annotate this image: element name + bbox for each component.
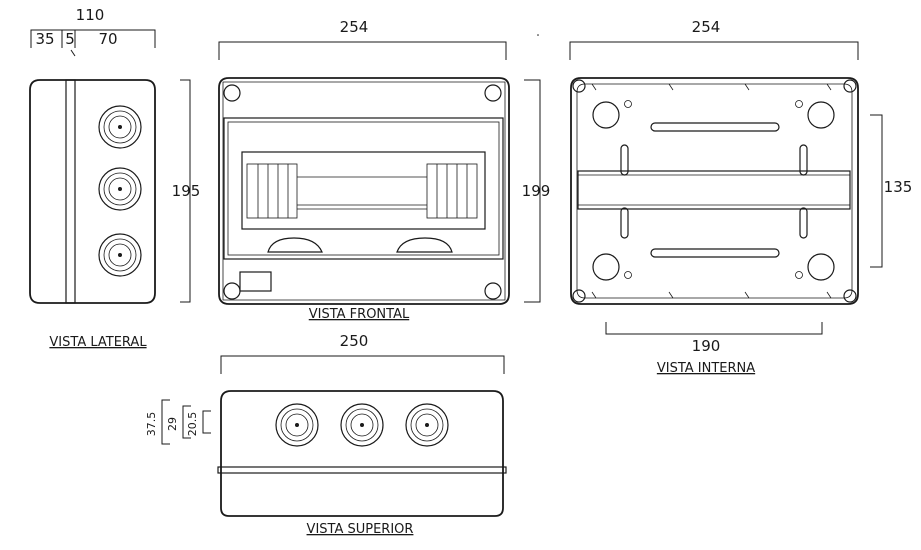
internal-body	[570, 77, 859, 305]
mounting-hole-icon	[592, 101, 620, 129]
dim-lateral-c: 70	[98, 30, 117, 48]
frontal-view: 254	[218, 18, 551, 322]
corner-boss-icon	[572, 289, 586, 303]
label-vista-interna: VISTA INTERNA	[657, 361, 755, 376]
door-handle	[396, 237, 453, 253]
frontal-body	[218, 77, 510, 305]
slot-horizontal	[650, 248, 780, 258]
arrow-mark	[70, 49, 76, 57]
corner-boss-icon	[572, 79, 586, 93]
mounting-hole-icon	[592, 253, 620, 281]
din-rail-front	[297, 176, 427, 210]
mounting-hole-icon	[807, 101, 835, 129]
din-rail	[577, 170, 851, 210]
edge-ticks	[591, 83, 832, 299]
knockout	[405, 403, 449, 447]
dim-fixing-spacing: 135	[884, 178, 913, 196]
dim-d2: 29	[166, 417, 179, 431]
dim-lateral-total: 110	[76, 6, 105, 24]
dim-line-frontal-height	[524, 79, 541, 303]
dim-internal-width: 254	[692, 18, 721, 36]
dim-line-fixing-spacing	[870, 114, 883, 268]
slot-vertical	[799, 207, 808, 239]
dim-line-d2	[182, 405, 191, 439]
corner-boss-icon	[843, 289, 857, 303]
dim-line-d1	[161, 399, 170, 445]
knockout	[98, 167, 142, 211]
breaker-block-left	[246, 163, 298, 219]
dim-rail-length: 190	[692, 337, 721, 355]
top-body	[220, 390, 504, 517]
dim-frontal-width: 254	[340, 18, 369, 36]
knockout	[98, 233, 142, 277]
top-lid-seam	[217, 466, 507, 474]
lateral-hinge-band	[65, 79, 76, 304]
knockout	[275, 403, 319, 447]
dim-line-d3	[202, 410, 211, 434]
screw-icon	[223, 282, 241, 300]
label-slot	[239, 271, 272, 292]
lateral-view: 110 35 5 70 195	[29, 6, 201, 350]
small-hole-icon	[795, 271, 803, 279]
knockout	[340, 403, 384, 447]
small-hole-icon	[624, 271, 632, 279]
dim-top-width: 250	[340, 332, 369, 350]
dim-lateral-a: 35	[35, 30, 54, 48]
dim-frontal-height: 199	[522, 182, 551, 200]
label-vista-lateral: VISTA LATERAL	[49, 335, 147, 350]
dim-line-top-width	[220, 355, 505, 374]
lateral-body	[29, 79, 156, 304]
screw-icon	[484, 282, 502, 300]
corner-boss-icon	[843, 79, 857, 93]
dim-d1: 37.5	[145, 412, 158, 437]
breaker-block-right	[426, 163, 478, 219]
breaker-window	[241, 151, 486, 230]
dim-line-internal-width	[569, 41, 859, 60]
small-hole-icon	[624, 100, 632, 108]
label-vista-superior: VISTA SUPERIOR	[307, 522, 414, 537]
dim-lateral-height: 195	[172, 182, 201, 200]
dim-line-frontal-width	[218, 41, 507, 60]
top-view: 250 37.5 29 20.5 VISTA SUPERIOR	[145, 332, 507, 537]
dim-line-rail-length	[605, 322, 823, 335]
dim-line-lateral-height	[180, 79, 191, 303]
mounting-hole-icon	[807, 253, 835, 281]
door-handle	[267, 237, 323, 253]
dim-d3: 20.5	[186, 412, 199, 437]
dim-line-lateral-total	[30, 29, 156, 48]
slot-horizontal	[650, 122, 780, 132]
dim-lateral-b: 5	[65, 30, 75, 48]
frontal-inner-edge	[222, 81, 506, 301]
slot-vertical	[620, 207, 629, 239]
knockout	[98, 105, 142, 149]
internal-view: 254	[569, 18, 913, 376]
screw-icon	[484, 84, 502, 102]
door-frame	[223, 117, 504, 260]
internal-inner-edge	[576, 83, 853, 299]
stray-dot	[537, 34, 539, 36]
small-hole-icon	[795, 100, 803, 108]
door-frame-inner	[227, 121, 500, 256]
screw-icon	[223, 84, 241, 102]
label-vista-frontal: VISTA FRONTAL	[309, 307, 410, 322]
